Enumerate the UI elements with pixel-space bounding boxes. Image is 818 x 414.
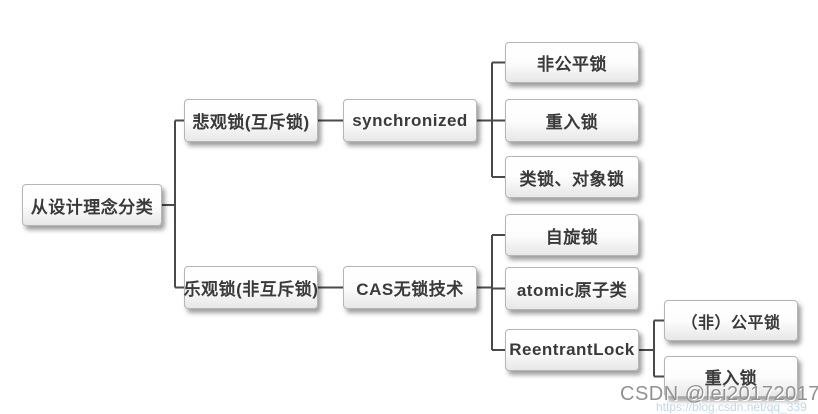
node-reentrantlock: ReentrantLock — [505, 329, 639, 371]
watermark-author: CSDN @lei20172017 — [620, 383, 818, 405]
connector-sync-branch — [477, 61, 505, 178]
node-class-object-lock: 类锁、对象锁 — [505, 156, 639, 198]
connector-cas-branch — [477, 234, 505, 351]
node-cas-lockfree: CAS无锁技术 — [343, 266, 477, 309]
watermark-url: https://blog.csdn.net/qq_339 — [656, 400, 807, 414]
node-unfair-lock: 非公平锁 — [505, 42, 639, 83]
node-fair-unfair-lock: （非）公平锁 — [664, 300, 798, 341]
node-atomic-classes: atomic原子类 — [505, 267, 639, 310]
connector-root-branch — [162, 119, 184, 289]
node-pessimistic-lock: 悲观锁(互斥锁) — [184, 99, 318, 142]
node-reentrant-lock-sync: 重入锁 — [505, 99, 639, 142]
connector-rlock-branch — [639, 319, 664, 378]
node-spin-lock: 自旋锁 — [505, 214, 639, 256]
node-reentrant-lock-rlock: 重入锁 — [664, 356, 798, 397]
node-optimistic-lock: 乐观锁(非互斥锁) — [184, 266, 318, 309]
node-synchronized: synchronized — [343, 99, 477, 142]
node-root-classification: 从设计理念分类 — [22, 184, 162, 226]
